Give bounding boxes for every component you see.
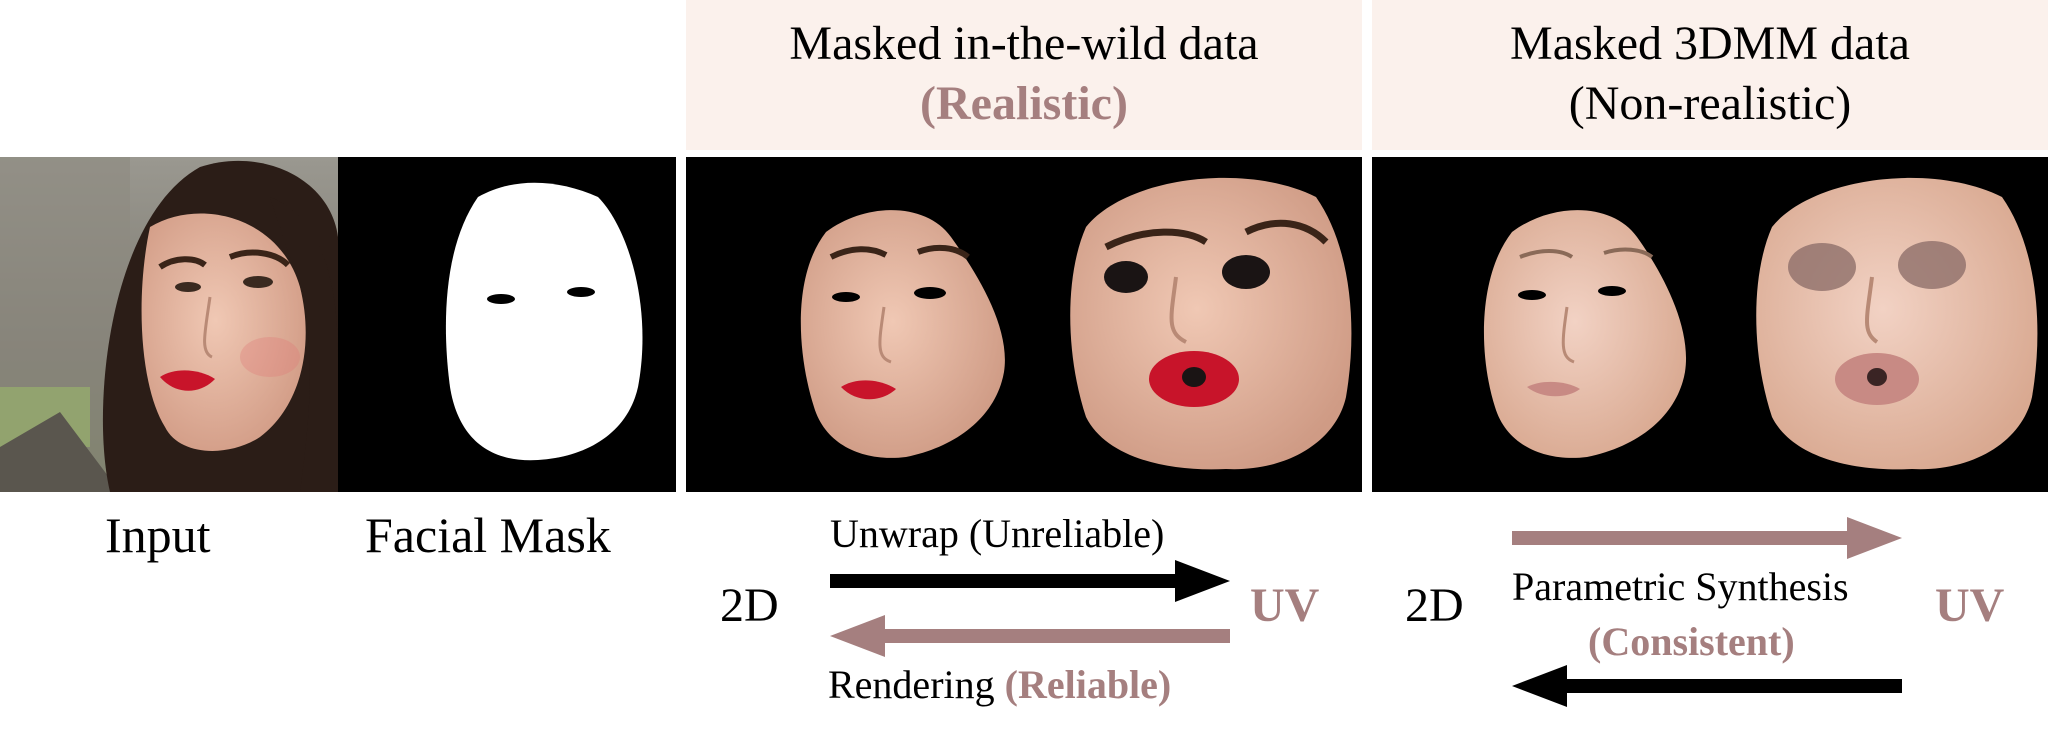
- input-image: [0, 157, 338, 492]
- header-3dmm-bg: [1372, 0, 2048, 150]
- header-wild-title: Masked in-the-wild data: [789, 17, 1259, 70]
- wild-faces-image: [686, 157, 1362, 492]
- 3dmm-back-arrow: [1512, 665, 1902, 709]
- facial-mask-image: [338, 157, 676, 492]
- synthesis-label: Parametric Synthesis: [1512, 564, 1849, 609]
- header-wild-bg: [686, 0, 1362, 150]
- separator: [1362, 0, 1372, 495]
- rendering-label: Rendering (Reliable): [828, 660, 1171, 710]
- wild-uv-label: UV: [1250, 579, 1320, 632]
- header-3dmm-title: Masked 3DMM data: [1510, 17, 1910, 70]
- 3dmm-2d-label: 2D: [1405, 579, 1464, 632]
- rendering-label-plain: Rendering: [828, 662, 1005, 707]
- rendering-label-accent: (Reliable): [1004, 662, 1172, 707]
- unwrap-arrow: [830, 560, 1230, 604]
- header-3dmm: Masked 3DMM data (Non-realistic): [1372, 14, 2048, 134]
- synthesis-accent-label: (Consistent): [1588, 619, 1795, 664]
- rendering-arrow: [830, 615, 1230, 659]
- header-wild: Masked in-the-wild data (Realistic): [686, 14, 1362, 134]
- 3dmm-faces-image: [1372, 157, 2048, 492]
- unwrap-label: Unwrap (Unreliable): [830, 511, 1165, 556]
- synthesis-arrow: [1512, 517, 1902, 561]
- header-3dmm-subtitle: (Non-realistic): [1568, 77, 1852, 130]
- facial-mask-label: Facial Mask: [365, 507, 611, 563]
- input-label: Input: [105, 507, 211, 563]
- wild-2d-label: 2D: [720, 579, 779, 632]
- 3dmm-uv-label: UV: [1935, 579, 2005, 632]
- header-wild-subtitle: (Realistic): [920, 77, 1128, 130]
- separator: [676, 150, 686, 495]
